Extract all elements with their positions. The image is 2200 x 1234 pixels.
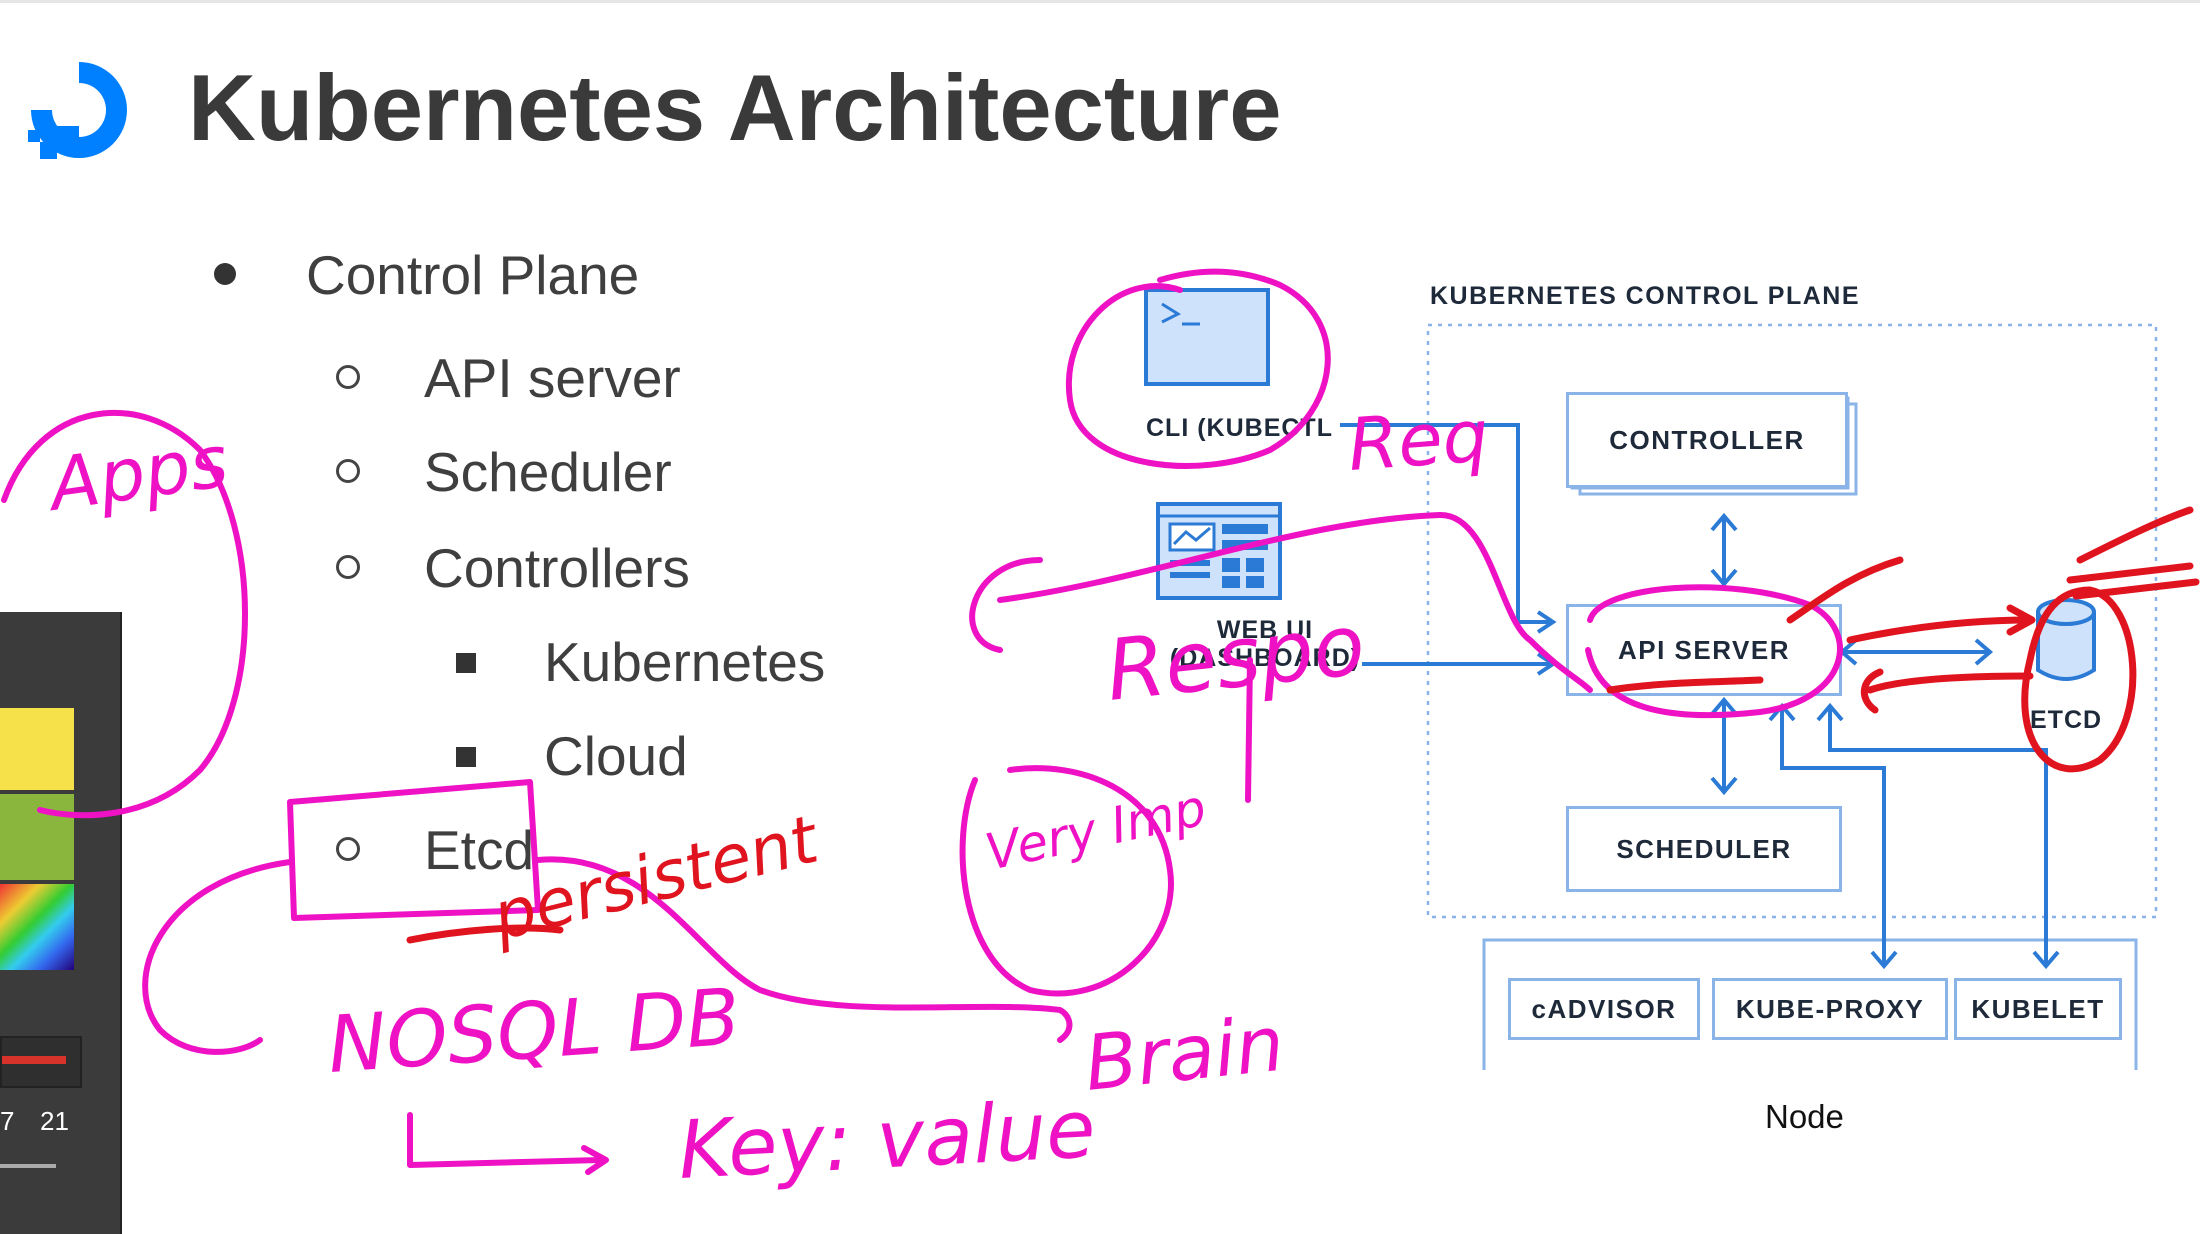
bullet-label: API server: [424, 347, 681, 409]
bullet-circle-icon: [336, 365, 360, 389]
color-picker-swatch[interactable]: [0, 884, 74, 970]
control-plane-label: KUBERNETES CONTROL PLANE: [1430, 282, 1861, 310]
slide-title: Kubernetes Architecture: [188, 55, 1282, 160]
bullet-circle-icon: [336, 459, 360, 483]
pen-tool-panel[interactable]: 7 21: [0, 612, 122, 1234]
green-swatch[interactable]: [0, 794, 74, 880]
webui-label: WEB UI (DASHBOARD): [1169, 616, 1361, 672]
controller-box: CONTROLLER: [1566, 392, 1848, 488]
api-server-box: API SERVER: [1566, 604, 1842, 696]
kubelet-box: KUBELET: [1954, 978, 2122, 1040]
etcd-label: ETCD: [2030, 706, 2103, 734]
pen-size-preview: [2, 1056, 66, 1064]
bullet-square-icon: [456, 747, 476, 767]
pen-size-min: 7: [0, 1106, 15, 1136]
bullet-label: Kubernetes: [544, 631, 826, 693]
digitalocean-logo: [28, 62, 127, 159]
top-border: [0, 0, 2200, 3]
kube-proxy-box: KUBE-PROXY: [1712, 978, 1948, 1040]
yellow-swatch[interactable]: [0, 708, 74, 790]
bullet-label: Cloud: [544, 725, 688, 787]
bullet-square-icon: [456, 653, 476, 673]
opacity-slider[interactable]: [0, 1164, 56, 1168]
scheduler-box: SCHEDULER: [1566, 806, 1842, 892]
bullet-label: Control Plane: [306, 244, 640, 306]
bullet-circle-icon: [336, 555, 360, 579]
bullet-label: Scheduler: [424, 441, 672, 503]
bullet-dot-icon: [214, 263, 236, 285]
cadvisor-box: cADVISOR: [1508, 978, 1700, 1040]
node-caption: Node: [1765, 1098, 1844, 1135]
cli-label: CLI (KUBECTL: [1146, 414, 1333, 442]
pen-size-slider[interactable]: [0, 1036, 82, 1088]
bullet-label: Controllers: [424, 537, 690, 599]
pen-size-max: 21: [40, 1106, 69, 1136]
